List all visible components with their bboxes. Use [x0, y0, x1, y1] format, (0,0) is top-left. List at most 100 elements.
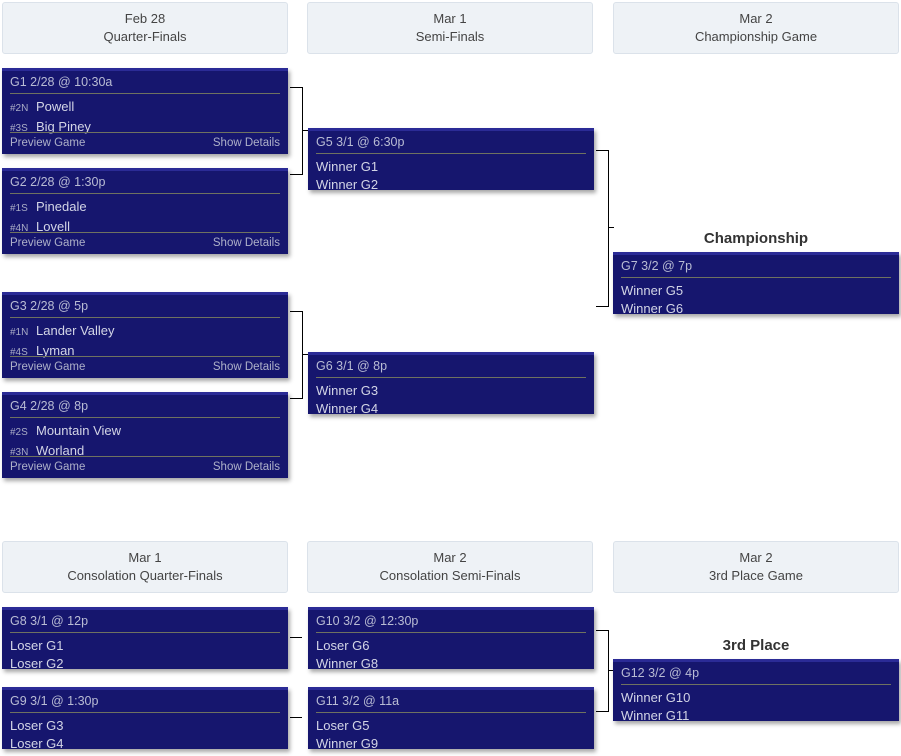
team-name: Mountain View	[36, 423, 122, 438]
round-header-name: 3rd Place Game	[709, 568, 803, 583]
team-name: Winner G11	[621, 708, 690, 721]
team-name: Winner G5	[621, 283, 684, 298]
divider	[10, 712, 280, 713]
game-title: G7 3/2 @ 7p	[621, 259, 693, 273]
game-card-g7[interactable]: G7 3/2 @ 7p Winner G5 Winner G6	[613, 252, 899, 314]
team-row: Loser G5	[316, 717, 586, 735]
preview-game-link[interactable]: Preview Game	[10, 461, 86, 473]
preview-game-link[interactable]: Preview Game	[10, 361, 86, 373]
game-card-g12[interactable]: G12 3/2 @ 4p Winner G10 Winner G11	[613, 659, 899, 721]
team-row: Winner G9	[316, 735, 586, 749]
team-seed: #2S	[10, 427, 28, 438]
show-details-link[interactable]: Show Details	[212, 237, 280, 249]
team-name: Loser G3	[10, 718, 64, 733]
round-header-date: Mar 2	[739, 11, 773, 26]
divider	[621, 684, 891, 685]
game-title: G3 2/28 @ 5p	[10, 299, 89, 313]
connector-g10-g11-to-g12	[596, 630, 609, 712]
team-name: Winner G9	[316, 736, 379, 749]
round-header-date: Mar 2	[433, 550, 467, 565]
game-card-g10[interactable]: G10 3/2 @ 12:30p Loser G6 Winner G8	[308, 607, 594, 669]
divider	[316, 632, 586, 633]
game-footer: Preview Game Show Details	[2, 232, 288, 254]
team-seed: #3S	[10, 123, 28, 134]
team-seed: #1S	[10, 203, 28, 214]
team-list: Winner G10 Winner G11	[613, 685, 899, 721]
round-header-quarter-finals: Feb 28 Quarter-Finals	[2, 2, 288, 54]
divider	[10, 132, 280, 133]
team-list: Loser G6 Winner G8	[308, 633, 594, 669]
team-name: Winner G10	[621, 690, 691, 705]
game-title: G2 2/28 @ 1:30p	[10, 175, 106, 189]
team-row: Loser G4	[10, 735, 280, 749]
game-card-g6[interactable]: G6 3/1 @ 8p Winner G3 Winner G4	[308, 352, 594, 414]
championship-label: Championship	[703, 230, 809, 247]
game-title: G10 3/2 @ 12:30p	[316, 614, 419, 628]
team-row: Winner G4	[316, 400, 586, 414]
divider	[10, 356, 280, 357]
round-header-date: Feb 28	[124, 11, 166, 26]
divider	[316, 377, 586, 378]
show-details-link[interactable]: Show Details	[212, 461, 280, 473]
round-header-name: Quarter-Finals	[103, 29, 187, 44]
team-list: Winner G3 Winner G4	[308, 378, 594, 414]
team-name: Winner G3	[316, 383, 379, 398]
team-seed: #4S	[10, 347, 28, 358]
team-row: Winner G6	[621, 300, 891, 314]
divider	[10, 456, 280, 457]
team-name: Winner G1	[316, 159, 379, 174]
team-name: Loser G6	[316, 638, 370, 653]
team-name: Loser G5	[316, 718, 370, 733]
game-card-g9[interactable]: G9 3/1 @ 1:30p Loser G3 Loser G4	[2, 687, 288, 749]
team-row: #2N Powell	[10, 98, 280, 118]
preview-game-link[interactable]: Preview Game	[10, 137, 86, 149]
team-name: Pinedale	[36, 199, 87, 214]
game-title: G5 3/1 @ 6:30p	[316, 135, 405, 149]
game-card-g8[interactable]: G8 3/1 @ 12p Loser G1 Loser G2	[2, 607, 288, 669]
team-row: Winner G10	[621, 689, 891, 707]
connector-g7-stem	[608, 227, 614, 228]
connector-g5-stem	[302, 130, 308, 131]
show-details-link[interactable]: Show Details	[212, 361, 280, 373]
round-header-name: Semi-Finals	[415, 29, 485, 44]
round-header-date: Mar 1	[433, 11, 467, 26]
round-header-3rd-place-game: Mar 2 3rd Place Game	[613, 541, 899, 593]
game-card-g5[interactable]: G5 3/1 @ 6:30p Winner G1 Winner G2	[308, 128, 594, 190]
game-card-g11[interactable]: G11 3/2 @ 11a Loser G5 Winner G9	[308, 687, 594, 749]
connector-g12-stem	[608, 670, 614, 671]
divider	[316, 153, 586, 154]
team-list: Loser G1 Loser G2	[2, 633, 288, 669]
third-place-label: 3rd Place	[722, 637, 790, 654]
team-name: Worland	[36, 443, 85, 458]
connector-g3-g4-to-g6	[290, 311, 303, 399]
team-name: Loser G4	[10, 736, 64, 749]
show-details-link[interactable]: Show Details	[212, 137, 280, 149]
game-title: G4 2/28 @ 8p	[10, 399, 89, 413]
team-seed: #2N	[10, 103, 29, 114]
team-name: Winner G2	[316, 177, 379, 190]
divider	[10, 193, 280, 194]
team-name: Powell	[36, 99, 75, 114]
team-seed: #1N	[10, 327, 29, 338]
team-name: Winner G4	[316, 401, 379, 414]
round-header-consolation-quarter-finals: Mar 1 Consolation Quarter-Finals	[2, 541, 288, 593]
game-footer: Preview Game Show Details	[2, 456, 288, 478]
team-list: Winner G5 Winner G6	[613, 278, 899, 314]
team-name: Loser G1	[10, 638, 64, 653]
team-row: Winner G11	[621, 707, 891, 721]
game-title: G12 3/2 @ 4p	[621, 666, 700, 680]
preview-game-link[interactable]: Preview Game	[10, 237, 86, 249]
game-title: G8 3/1 @ 12p	[10, 614, 89, 628]
team-list: Winner G1 Winner G2	[308, 154, 594, 190]
divider	[10, 317, 280, 318]
